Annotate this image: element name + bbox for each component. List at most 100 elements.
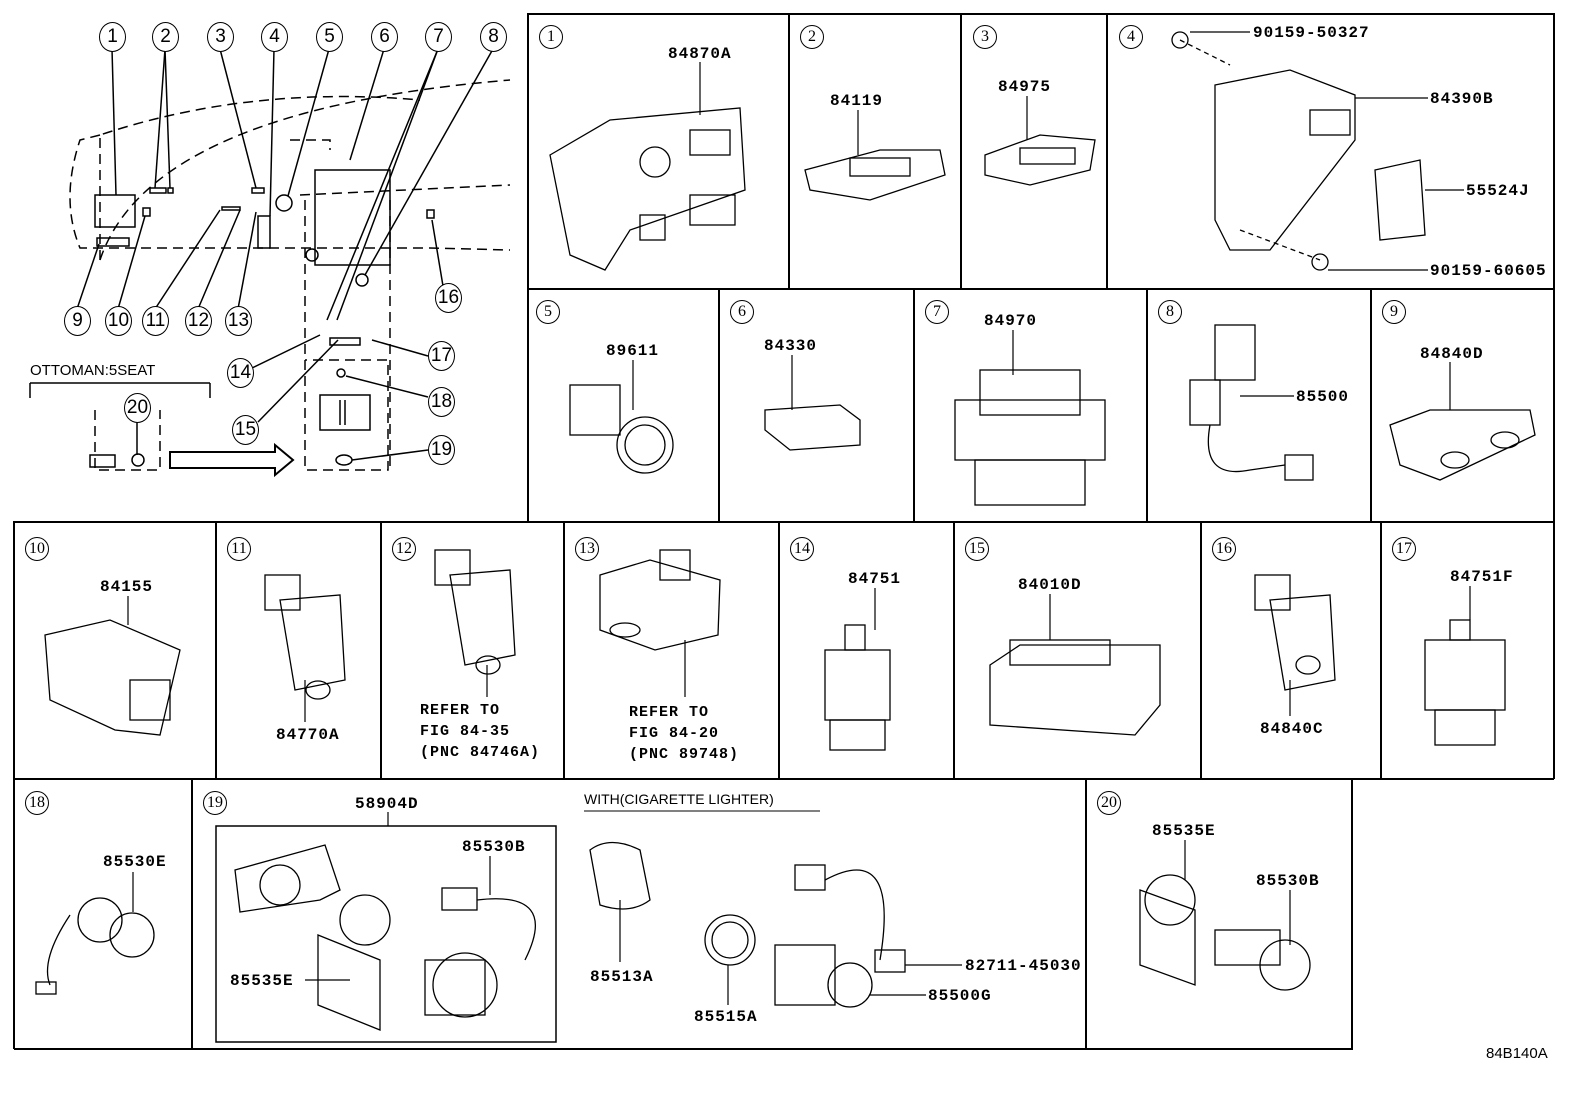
- label-leaders: [127, 31, 1471, 1005]
- part-number[interactable]: 84390B: [1430, 90, 1494, 108]
- cell-number-19: 19: [203, 791, 227, 815]
- grid-borders: [13, 13, 1555, 1050]
- part-number[interactable]: 84751: [848, 570, 902, 588]
- callout-3: 3: [207, 22, 234, 52]
- part-84840d: [1389, 409, 1536, 481]
- callout-17: 17: [428, 341, 455, 371]
- callout-4: 4: [261, 22, 288, 52]
- callout-10: 10: [105, 306, 132, 336]
- part-85530b-19: [424, 887, 536, 1018]
- part-84390b: [1171, 31, 1426, 271]
- part-number[interactable]: 84970: [984, 312, 1038, 330]
- callout-19: 19: [428, 435, 455, 465]
- part-85530e: [35, 897, 155, 995]
- cell-number-15: 15: [965, 537, 989, 561]
- callout-6: 6: [371, 22, 398, 52]
- refer-line: FIG 84-20: [629, 725, 720, 742]
- cell-number-14: 14: [790, 537, 814, 561]
- part-number[interactable]: 85535E: [1152, 822, 1216, 840]
- part-number[interactable]: 82711-45030: [965, 957, 1082, 975]
- part-number[interactable]: 55524J: [1466, 182, 1530, 200]
- cell-number-1: 1: [539, 25, 563, 49]
- figure-id: 84B140A: [1486, 1045, 1548, 1062]
- part-number[interactable]: 84975: [998, 78, 1052, 96]
- refer-line: REFER TO: [420, 702, 501, 719]
- part-sketches: [35, 31, 1536, 1031]
- part-number[interactable]: 84330: [764, 337, 818, 355]
- part-84870a: [549, 107, 746, 271]
- part-number[interactable]: 84155: [100, 578, 154, 596]
- part-number[interactable]: 89611: [606, 342, 660, 360]
- ottoman-label: OTTOMAN:5SEAT: [30, 362, 156, 379]
- part-number[interactable]: 85535E: [230, 972, 294, 990]
- part-number[interactable]: 85500G: [928, 987, 992, 1005]
- part-85500: [1189, 324, 1314, 481]
- part-number[interactable]: 85530B: [1256, 872, 1320, 890]
- part-number[interactable]: 84770A: [276, 726, 340, 744]
- part-85500g: [774, 864, 906, 1008]
- part-number[interactable]: 85530B: [462, 838, 526, 856]
- part-number[interactable]: 85500: [1296, 388, 1350, 406]
- part-number[interactable]: 84840C: [1260, 720, 1324, 738]
- cell-number-5: 5: [536, 300, 560, 324]
- part-85515a: [704, 914, 756, 966]
- cell-number-6: 6: [730, 300, 754, 324]
- part-number[interactable]: 85530E: [103, 853, 167, 871]
- callout-2: 2: [152, 22, 179, 52]
- callout-11: 11: [142, 306, 169, 336]
- callout-5: 5: [316, 22, 343, 52]
- part-84010d: [989, 639, 1161, 736]
- part-84751f: [1424, 619, 1506, 746]
- part-number[interactable]: 84010D: [1018, 576, 1082, 594]
- part-85535e-19: [317, 894, 391, 1031]
- part-number[interactable]: 58904D: [355, 795, 419, 813]
- refer-line: FIG 84-35: [420, 723, 511, 740]
- part-number[interactable]: 90159-50327: [1253, 24, 1370, 42]
- part-85513a: [589, 841, 651, 910]
- part-number[interactable]: 85513A: [590, 968, 654, 986]
- part-84840c: [1254, 574, 1336, 691]
- cell-number-11: 11: [227, 537, 251, 561]
- part-89611: [569, 384, 674, 474]
- cell-number-10: 10: [25, 537, 49, 561]
- callout-16: 16: [435, 283, 462, 313]
- cell-number-17: 17: [1392, 537, 1416, 561]
- refer-line: REFER TO: [629, 704, 710, 721]
- part-number[interactable]: 84751F: [1450, 568, 1514, 586]
- cell-number-3: 3: [973, 25, 997, 49]
- variant-label: WITH(CIGARETTE LIGHTER): [584, 791, 774, 807]
- part-number[interactable]: 85515A: [694, 1008, 758, 1026]
- cell-number-12: 12: [392, 537, 416, 561]
- callout-20: 20: [124, 393, 151, 423]
- part-89748: [599, 549, 721, 651]
- part-number[interactable]: 84840D: [1420, 345, 1484, 363]
- part-85535e-20: [1139, 874, 1196, 986]
- cell-number-18: 18: [25, 791, 49, 815]
- callout-18: 18: [428, 387, 455, 417]
- cell-number-8: 8: [1158, 300, 1182, 324]
- refer-line: (PNC 89748): [629, 746, 740, 763]
- callout-14: 14: [227, 358, 254, 388]
- dashboard-overview: [69, 79, 511, 471]
- cell-number-13: 13: [575, 537, 599, 561]
- part-84751: [824, 624, 891, 751]
- refer-line: (PNC 84746A): [420, 744, 541, 761]
- callout-12: 12: [185, 306, 212, 336]
- cell-number-2: 2: [800, 25, 824, 49]
- callout-9: 9: [64, 306, 91, 336]
- part-84330: [764, 404, 861, 451]
- part-number[interactable]: 90159-60605: [1430, 262, 1547, 280]
- callout-13: 13: [225, 306, 252, 336]
- callout-15: 15: [232, 415, 259, 445]
- part-number[interactable]: 84119: [830, 92, 884, 110]
- callout-1: 1: [99, 22, 126, 52]
- cell-number-9: 9: [1382, 300, 1406, 324]
- part-84155: [44, 619, 181, 736]
- dashboard-details: [29, 48, 494, 478]
- part-84970: [954, 369, 1106, 506]
- part-number[interactable]: 84870A: [668, 45, 732, 63]
- part-84770a: [264, 574, 346, 700]
- part-84975: [984, 134, 1096, 186]
- callout-7: 7: [425, 22, 452, 52]
- part-84119: [804, 149, 946, 201]
